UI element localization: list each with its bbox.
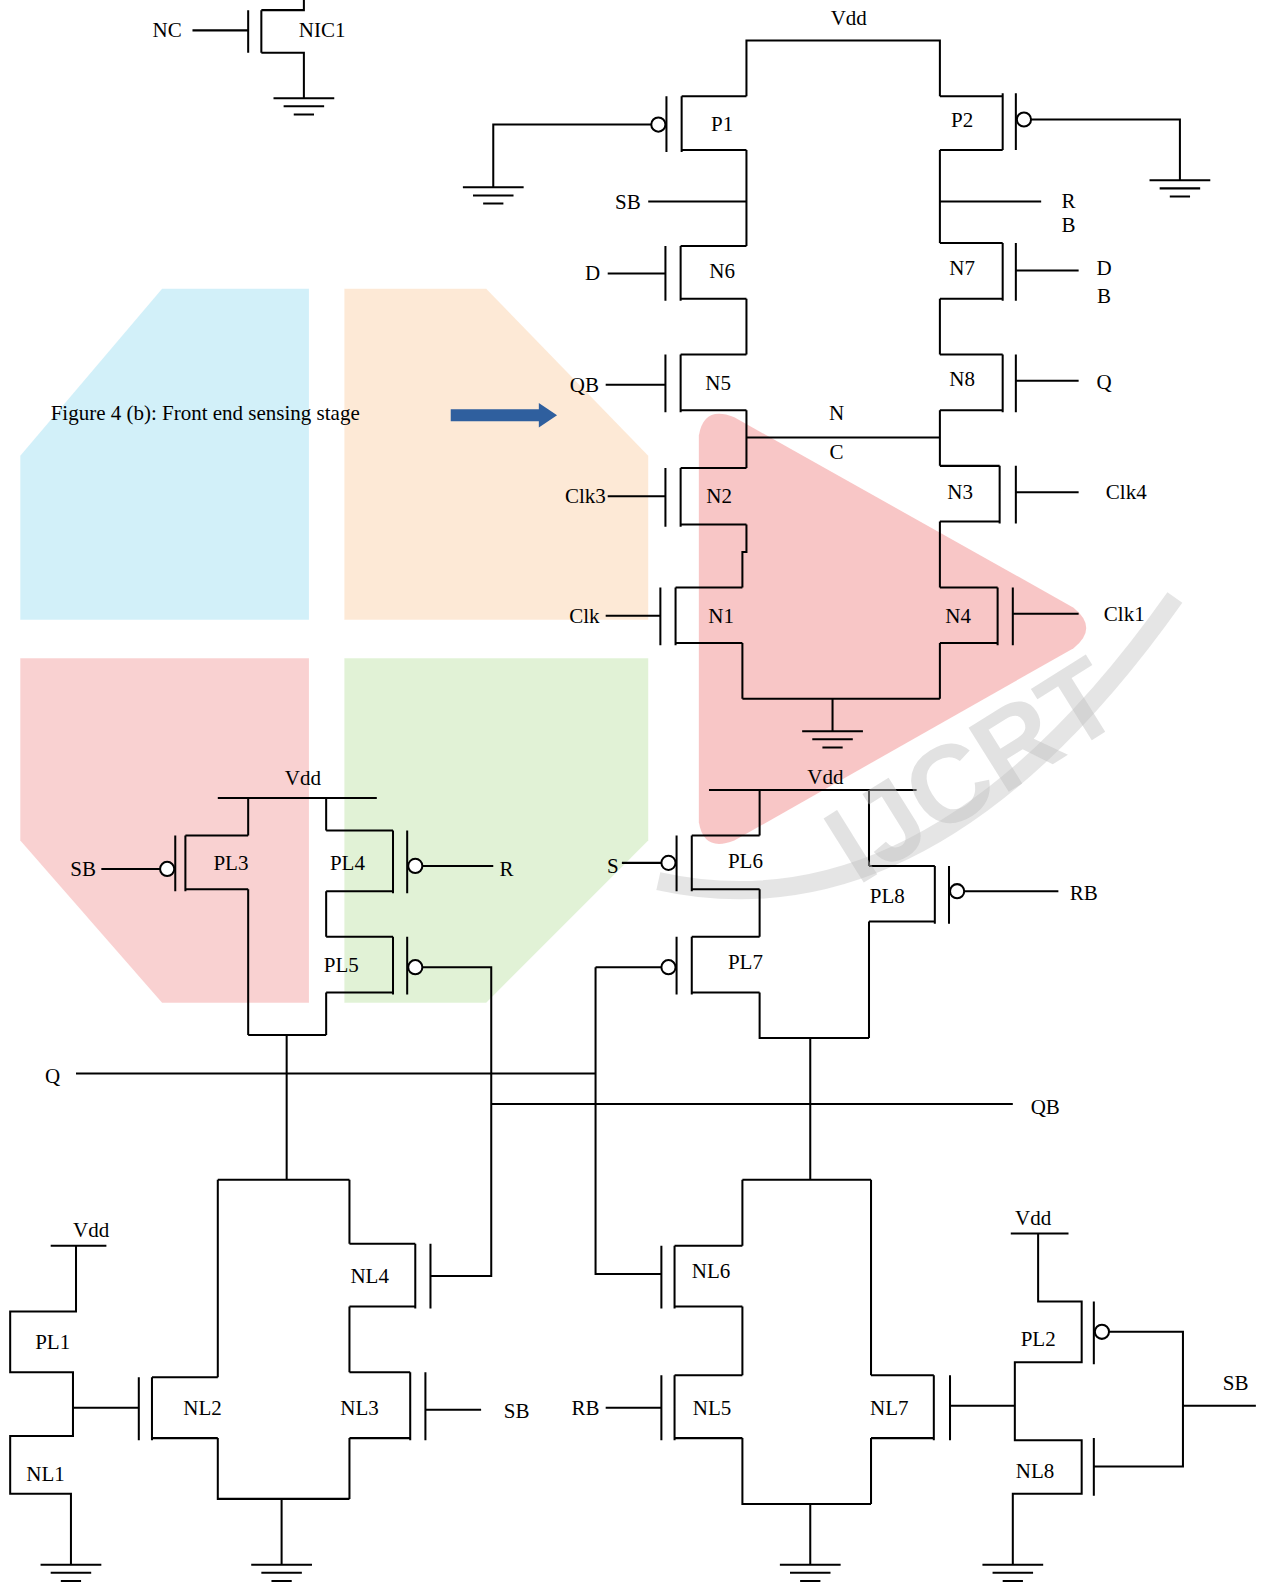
signal-label: NL8 <box>1016 1460 1055 1481</box>
signal-label: SB <box>70 859 96 880</box>
signal-label: N4 <box>945 605 971 626</box>
signal-label: Clk3 <box>565 486 606 507</box>
signal-label: D <box>585 263 600 284</box>
signal-label: Clk4 <box>1106 482 1147 503</box>
signal-label: PL4 <box>330 852 365 873</box>
signal-label: R <box>499 859 513 880</box>
signal-label: QB <box>1031 1097 1060 1118</box>
signal-label: N5 <box>705 372 731 393</box>
signal-label: NL2 <box>183 1397 222 1418</box>
signal-label: P1 <box>711 113 733 134</box>
signal-label: RB <box>1070 883 1098 904</box>
watermark-logo <box>20 289 1175 1003</box>
signal-label: NL1 <box>26 1463 65 1484</box>
signal-label: PL7 <box>728 952 763 973</box>
signal-label: NIC1 <box>299 20 346 41</box>
signal-label: N6 <box>709 261 735 282</box>
wires <box>10 0 1256 1565</box>
signal-label: R <box>1062 190 1076 211</box>
signal-label: B <box>1097 285 1111 306</box>
signal-label: N <box>829 403 844 424</box>
signal-label: PL6 <box>728 850 763 871</box>
signal-label: Q <box>1096 371 1111 392</box>
signal-label: SB <box>615 191 641 212</box>
signal-label: NL6 <box>692 1261 731 1282</box>
signal-label: Q <box>45 1065 60 1086</box>
signal-label: D <box>1096 258 1111 279</box>
signal-label: PL3 <box>213 852 248 873</box>
signal-label: Vdd <box>285 767 321 788</box>
signal-label: QB <box>570 374 599 395</box>
signal-label: Vdd <box>1015 1208 1051 1229</box>
signal-label: Vdd <box>831 8 867 29</box>
signal-label: N7 <box>949 258 975 279</box>
signal-label: N2 <box>706 486 732 507</box>
signal-label: PL2 <box>1021 1328 1056 1349</box>
signal-label: PL5 <box>324 955 359 976</box>
signal-label: NC <box>153 20 182 41</box>
signal-label: P2 <box>951 109 973 130</box>
signal-label: NL5 <box>693 1397 732 1418</box>
signal-label: RB <box>571 1397 599 1418</box>
signal-label: SB <box>504 1400 530 1421</box>
signal-label: NL3 <box>340 1397 379 1418</box>
signal-label: Vdd <box>807 766 843 787</box>
signal-label: N1 <box>708 605 734 626</box>
signal-label: B <box>1062 214 1076 235</box>
signal-label: NL7 <box>870 1397 909 1418</box>
signal-label: PL1 <box>35 1332 70 1353</box>
signal-label: Clk <box>569 605 599 626</box>
caption-arrow <box>451 403 557 427</box>
signal-label: N8 <box>949 368 975 389</box>
signal-label: SB <box>1223 1372 1249 1393</box>
figure-caption: Figure 4 (b): Front end sensing stage <box>51 403 360 424</box>
ground-symbols <box>41 98 1211 1581</box>
signal-label: NL4 <box>350 1266 389 1287</box>
signal-label: S <box>607 855 619 876</box>
signal-label: Clk1 <box>1104 603 1145 624</box>
signal-label: Vdd <box>73 1219 109 1240</box>
signal-label: N3 <box>947 482 973 503</box>
signal-label: C <box>830 441 844 462</box>
